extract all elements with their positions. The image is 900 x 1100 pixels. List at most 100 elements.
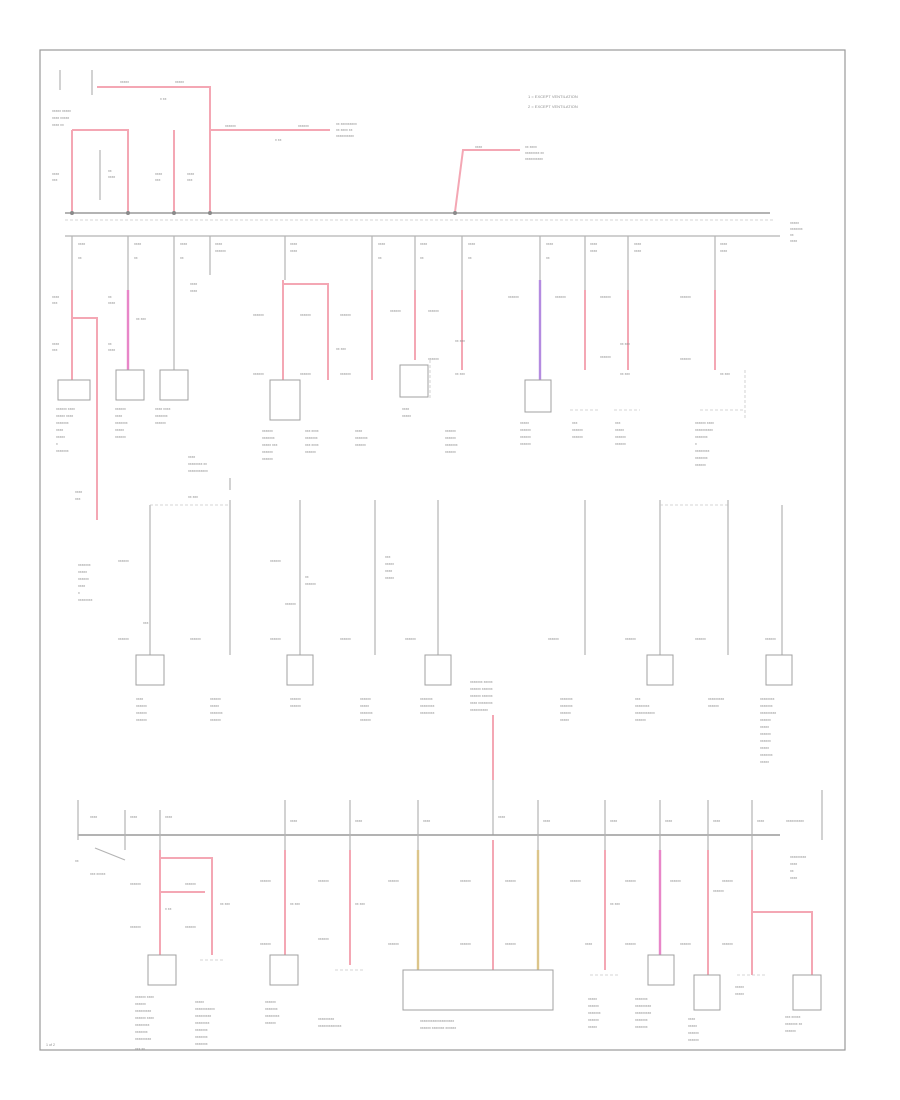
svg-text:xxxx: xxxx (78, 584, 85, 588)
svg-text:xxxx: xxxx (290, 242, 297, 246)
svg-text:xxxx: xxxx (187, 172, 194, 176)
svg-text:xxxxxx: xxxxxx (670, 879, 681, 883)
svg-text:xxxxxx: xxxxxx (285, 602, 296, 606)
svg-text:xxxxx: xxxxx (78, 570, 87, 574)
top-feed-wires (59, 70, 520, 213)
svg-text:xxxxxx: xxxxxx (215, 249, 226, 253)
svg-text:xxxxxx: xxxxxx (722, 942, 733, 946)
svg-text:xxxxxx xxxxxx: xxxxxx xxxxxx (470, 687, 493, 691)
svg-text:xxxx: xxxx (713, 819, 720, 823)
svg-text:xxxxxxx: xxxxxxx (78, 563, 91, 567)
top-bus-nodes (70, 211, 457, 215)
svg-text:xxxxxxxxxxx: xxxxxxxxxxx (195, 1007, 215, 1011)
svg-text:xxxxxx: xxxxxx (262, 457, 273, 461)
lower-row-components (147, 954, 822, 1011)
svg-text:xxxxxx: xxxxxx (115, 407, 126, 411)
svg-text:xxxxxx: xxxxxx (785, 1029, 796, 1033)
svg-text:xxxx: xxxx (634, 249, 641, 253)
svg-text:xxxxxxx: xxxxxxx (195, 1028, 208, 1032)
svg-text:xxxx: xxxx (78, 242, 85, 246)
svg-text:xxxxxxxxx: xxxxxxxxx (635, 1004, 651, 1008)
svg-text:xxxxxxx xx: xxxxxxx xx (785, 1022, 802, 1026)
svg-text:xx: xx (78, 256, 82, 260)
svg-text:xxxx xxxxxxxx: xxxx xxxxxxxx (470, 701, 493, 705)
middle-wire-labels: xxxxxx xxxxxx xxxxxx xxxxxx xxxxxx xx xx… (78, 555, 776, 641)
svg-text:xxxxxx xxxx: xxxxxx xxxx (135, 1016, 154, 1020)
svg-text:xxxxxx: xxxxxx (253, 313, 264, 317)
svg-text:xxxxxxxxx: xxxxxxxxx (760, 711, 776, 715)
svg-text:xxxxxx: xxxxxx (290, 704, 301, 708)
svg-text:xxxxxx: xxxxxx (155, 421, 166, 425)
svg-text:xxxxxx: xxxxxx (625, 879, 636, 883)
svg-text:xx xxx: xx xxx (355, 902, 365, 906)
svg-text:xxxxx: xxxxx (115, 428, 124, 432)
svg-text:xxxxxx: xxxxxx (136, 704, 147, 708)
svg-text:xxxxxxxx: xxxxxxxx (135, 1023, 150, 1027)
svg-text:xxxxxx: xxxxxx (713, 889, 724, 893)
svg-text:xxxxxx xxxx: xxxxxx xxxx (56, 407, 75, 411)
svg-text:xxxx: xxxx (56, 428, 63, 432)
svg-text:xxxxxx: xxxxxx (262, 450, 273, 454)
svg-text:xxxxxx xxxxxx: xxxxxx xxxxxx (470, 694, 493, 698)
svg-text:xxxxxx: xxxxxx (695, 463, 706, 467)
svg-text:xxxxxxx: xxxxxxx (135, 1030, 148, 1034)
svg-text:xxxxxx: xxxxxx (765, 637, 776, 641)
svg-text:xxxxxx: xxxxxx (600, 355, 611, 359)
svg-text:xxxxxx: xxxxxx (190, 637, 201, 641)
svg-text:xxxx: xxxx (720, 249, 727, 253)
svg-text:xxx: xxx (143, 621, 149, 625)
page-number: 1 of 2 (46, 1043, 55, 1047)
svg-text:xxxxxx: xxxxxx (185, 882, 196, 886)
svg-text:xxxxxx: xxxxxx (570, 879, 581, 883)
svg-text:xxxxx xxxxx: xxxxx xxxxx (52, 109, 71, 113)
svg-text:xxxxxx: xxxxxx (445, 436, 456, 440)
svg-text:xxxxxx: xxxxxx (572, 428, 583, 432)
svg-text:xxxxxx: xxxxxx (300, 372, 311, 376)
svg-text:xxxx: xxxx (590, 242, 597, 246)
svg-text:xx xxx: xx xxx (336, 347, 346, 351)
svg-text:xxxx xxxx: xxxx xxxx (155, 407, 171, 411)
svg-text:xxxxxxxx xx: xxxxxxxx xx (188, 462, 207, 466)
svg-text:xx: xx (790, 233, 794, 237)
svg-text:xxxxxxxx: xxxxxxxx (78, 598, 93, 602)
svg-text:xxxxxx: xxxxxx (130, 882, 141, 886)
svg-text:xxxxxxx: xxxxxxx (56, 449, 69, 453)
top-row-component-labels: xxxxxx xxxxxxxxx xxxx xxxxxxxxxxx xxxxxx… (56, 407, 714, 501)
svg-text:xxxxxx: xxxxxx (118, 637, 129, 641)
svg-text:xxxx: xxxx (475, 145, 482, 149)
svg-text:xxxxxxxx: xxxxxxxx (420, 711, 435, 715)
svg-text:xx xxx: xx xxx (188, 495, 198, 499)
svg-text:xxxxxxxxx: xxxxxxxxx (708, 697, 724, 701)
svg-text:xxxxxx: xxxxxx (360, 718, 371, 722)
top-row-wire-labels: xxxxxx xxxxxx xxxxxx xxxxxxxxxx xxxxxxxx… (52, 242, 730, 376)
svg-text:xxxxx: xxxxx (385, 562, 394, 566)
svg-text:xxxx: xxxx (498, 815, 505, 819)
svg-text:xxxxxx: xxxxxx (405, 637, 416, 641)
svg-text:xxxxxxxxxxx: xxxxxxxxxxx (188, 469, 208, 473)
svg-text:xxxxxx: xxxxxx (680, 357, 691, 361)
svg-text:xx: xx (134, 256, 138, 260)
svg-text:xxxxxxx: xxxxxxx (635, 1018, 648, 1022)
svg-text:xx: xx (468, 256, 472, 260)
svg-text:xxxxxxx: xxxxxxx (155, 414, 168, 418)
svg-text:xx: xx (108, 342, 112, 346)
svg-text:xxxxxxx: xxxxxxx (560, 697, 573, 701)
svg-text:xxxx xx: xxxx xx (52, 123, 64, 127)
svg-text:xxxxxx: xxxxxx (115, 435, 126, 439)
svg-text:xxxxxx: xxxxxx (340, 313, 351, 317)
svg-text:xxxxx: xxxxx (688, 1024, 697, 1028)
top-fuse-branches (71, 236, 746, 520)
svg-text:xxxx: xxxx (108, 301, 115, 305)
svg-text:xxxxxxxxx: xxxxxxxxx (195, 1014, 211, 1018)
svg-text:xxxxxxxx: xxxxxxxx (760, 697, 775, 701)
svg-text:xxxxxx: xxxxxx (260, 942, 271, 946)
svg-text:xxxxxxxxxx: xxxxxxxxxx (470, 708, 488, 712)
svg-text:xxxxx: xxxxx (615, 428, 624, 432)
svg-text:xxxxxx: xxxxxx (625, 637, 636, 641)
svg-text:xxxxxx: xxxxxx (508, 295, 519, 299)
svg-text:xxxxx: xxxxx (735, 992, 744, 996)
svg-text:xxx: xxx (52, 301, 58, 305)
svg-text:xxxxxx: xxxxxx (360, 697, 371, 701)
svg-text:xx: xx (180, 256, 184, 260)
svg-text:xxxx: xxxx (757, 819, 764, 823)
